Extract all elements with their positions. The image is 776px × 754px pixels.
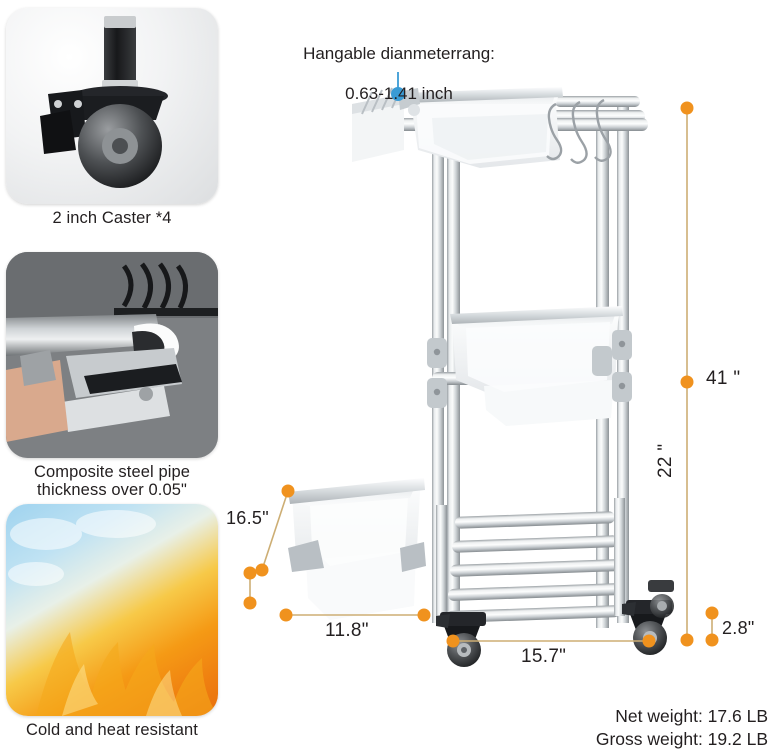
middle-basket <box>432 306 632 426</box>
feature-caption-pipe: Composite steel pipe thickness over 0.05… <box>33 463 191 500</box>
feature-caption-caster: 2 inch Caster *4 <box>52 209 172 227</box>
side-hooks <box>546 98 612 164</box>
fire-ice-illustration <box>8 510 218 716</box>
caster-illustration <box>40 16 168 188</box>
weight-info: Net weight: 17.6 LB Gross weight: 19.2 L… <box>596 705 768 750</box>
dimension-label-cart-width: 15.7" <box>521 646 567 667</box>
dimension-label-total-height: 41 " <box>706 368 741 389</box>
caster-photo-icon <box>6 8 218 204</box>
hangable-callout: Hangable dianmeterrang: 0.63-1.41 inch <box>268 24 530 124</box>
feature-panel-pipe: Composite steel pipe thickness over 0.05… <box>6 252 218 500</box>
cart-frame <box>398 96 648 628</box>
fire-ice-photo-icon <box>6 504 218 716</box>
dimension-label-basket-depth: 16.5" <box>226 508 269 528</box>
frame-connectors <box>427 330 632 408</box>
hangable-callout-line2: 0.63-1.41 inch <box>345 84 453 104</box>
hangable-callout-line1: Hangable dianmeterrang: <box>303 44 495 64</box>
pipe-illustration <box>6 252 218 458</box>
feature-panel-caster: 2 inch Caster *4 <box>6 8 218 227</box>
dimension-label-basket-width: 11.8" <box>325 620 369 641</box>
detached-basket <box>288 478 426 620</box>
gross-weight: Gross weight: 19.2 LB <box>595 728 768 749</box>
dimension-label-caster-height: 2.8" <box>722 618 755 638</box>
bottom-rails <box>436 498 625 625</box>
feature-caption-thermal: Cold and heat resistant <box>26 721 198 739</box>
steel-pipe-photo-icon <box>6 252 218 458</box>
net-weight: Net weight: 17.6 LB <box>615 706 768 727</box>
feature-panel-thermal: Cold and heat resistant <box>6 504 218 739</box>
dimension-label-shelf-height: 22 " <box>655 443 676 478</box>
